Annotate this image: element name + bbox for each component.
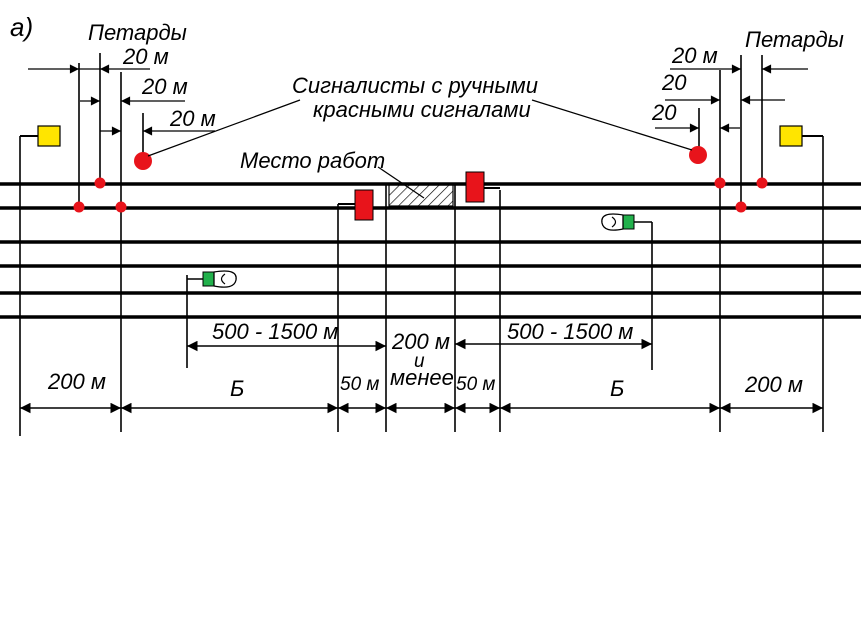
figure-label: а) [10, 12, 33, 42]
dim-label-200-right: 200 м [744, 372, 803, 397]
red-stop-signal-icon [354, 189, 374, 221]
work-zone-label-line1: 200 м [391, 329, 450, 354]
work-zone-label-line2: и [414, 351, 425, 372]
petard-spacing-label: 20 [661, 70, 687, 95]
yellow-signal-plate-icon [779, 125, 803, 147]
dim-label-200-left: 200 м [47, 369, 106, 394]
signalmen-leaders [147, 99, 693, 157]
dim-label-b-left: Б [230, 376, 244, 401]
petard-spacing-label: 20 [651, 100, 677, 125]
petard-spacing-dims [28, 64, 808, 136]
red-stop-signal-icon [465, 171, 485, 203]
work-site-leader [377, 166, 425, 199]
left-stop-signal [338, 189, 374, 221]
left-signal-plate [20, 125, 61, 147]
petard-icon [714, 177, 726, 189]
petard-icon [735, 201, 747, 213]
work-zone-label-line3: менее [390, 365, 454, 390]
approach-label-left: 500 - 1500 м [212, 319, 338, 344]
signalman-icon [134, 152, 152, 170]
petardy-label-left: Петарды [88, 20, 187, 45]
right-stop-signal [465, 171, 500, 203]
dim-label-b-right: Б [610, 376, 624, 401]
petards [73, 177, 768, 213]
signalman-icon [213, 270, 237, 288]
petard-spacing-label: 20 м [671, 43, 718, 68]
signalman-icon [601, 213, 624, 231]
petard-icon [115, 201, 127, 213]
right-signal-plate [779, 125, 823, 147]
reference-lines [19, 53, 824, 436]
yellow-signal-plate-icon [37, 125, 61, 147]
signalman-icon [689, 146, 707, 164]
petard-spacing-label: 20 м [169, 106, 216, 131]
petard-icon [73, 201, 85, 213]
right-lamp-signal [601, 213, 652, 231]
signalmen-label-line2: красными сигналами [313, 97, 531, 122]
dim-label-50-left: 50 м [340, 374, 379, 395]
petard-icon [94, 177, 106, 189]
petard-spacing-label: 20 м [141, 74, 188, 99]
dim-label-50-right: 50 м [456, 374, 495, 395]
work-site-label: Место работ [240, 148, 385, 173]
approach-dims [187, 338, 652, 352]
petard-icon [756, 177, 768, 189]
left-lamp-signal [187, 270, 237, 288]
green-lamp-icon [622, 214, 635, 230]
petardy-label-right: Петарды [745, 27, 844, 52]
petard-spacing-label: 20 м [122, 44, 169, 69]
approach-label-right: 500 - 1500 м [507, 319, 633, 344]
green-lamp-icon [202, 271, 215, 287]
work-site-area [388, 183, 454, 207]
signalmen-label-line1: Сигналисты с ручными [292, 73, 538, 98]
